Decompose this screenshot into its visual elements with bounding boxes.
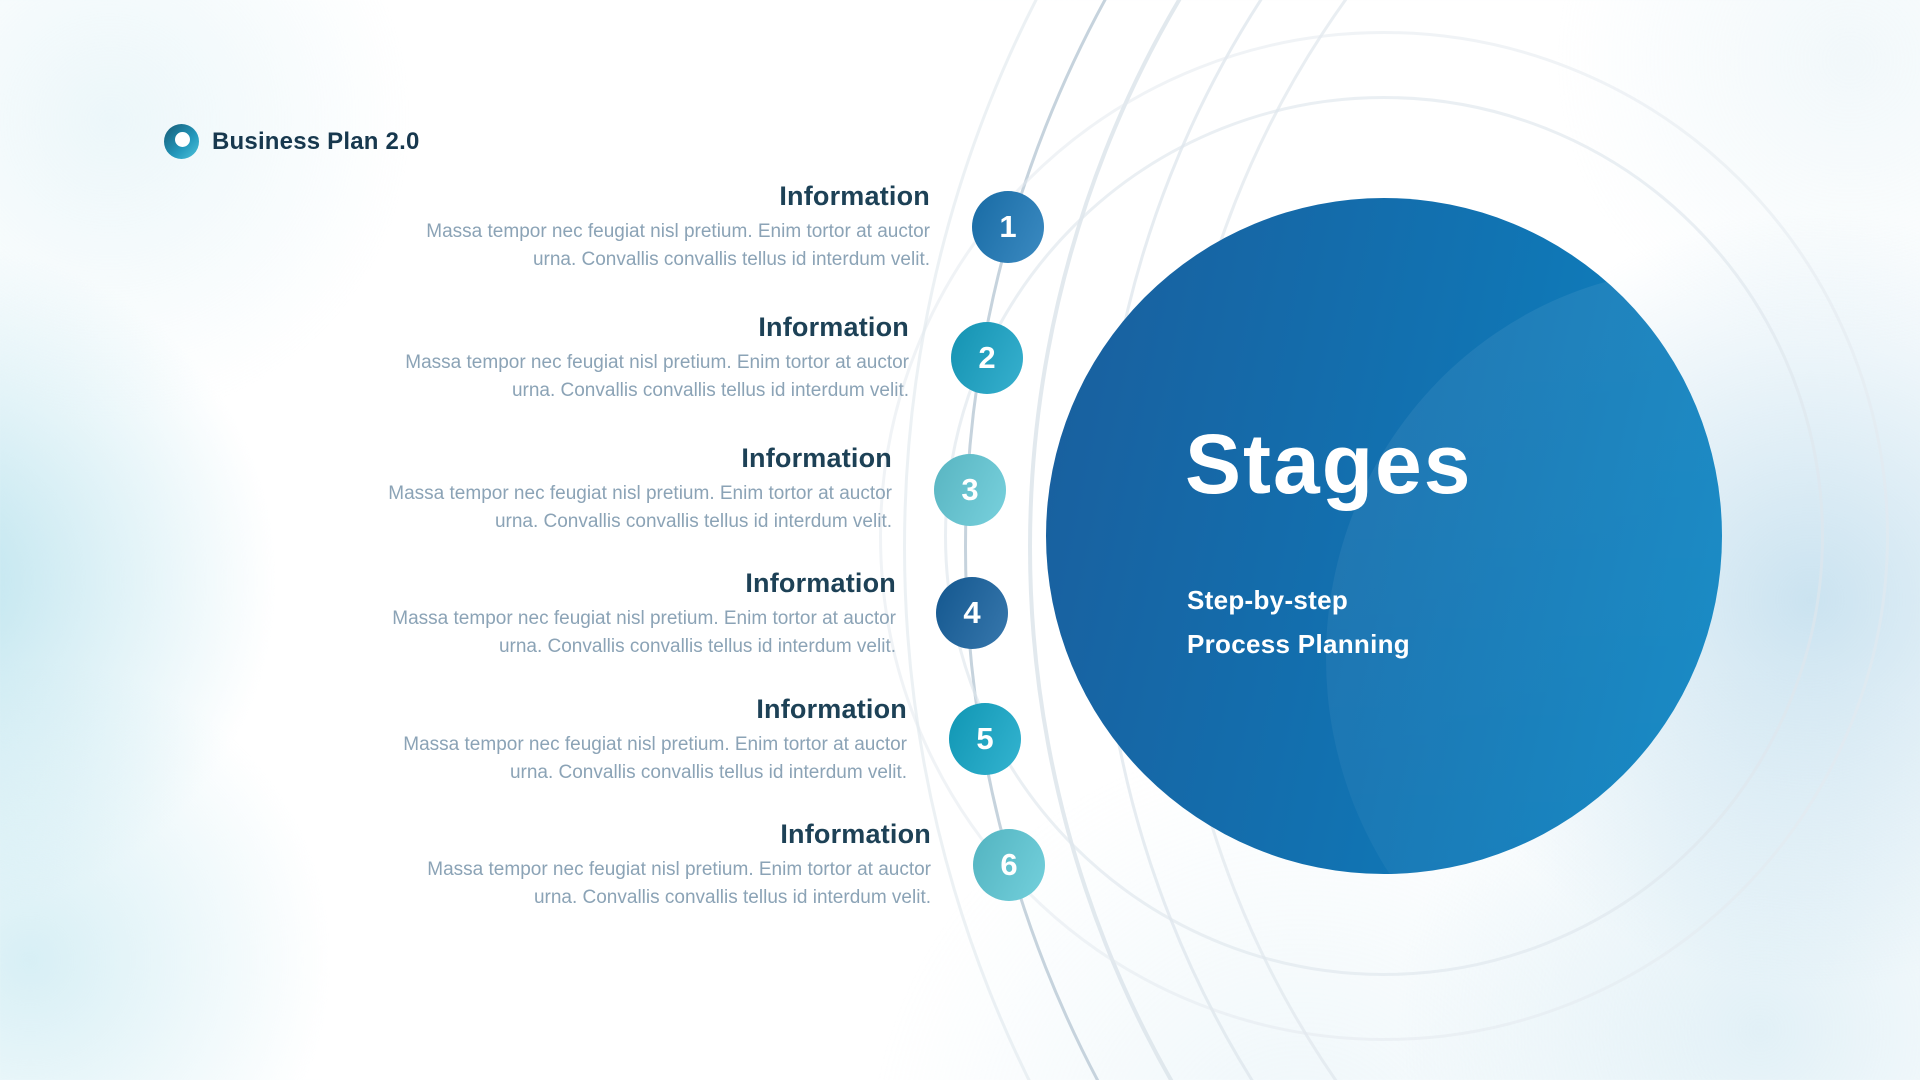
stages-subtitle-line1: Step-by-step [1187,585,1349,615]
step-number-badge: 4 [936,577,1008,649]
step-number-badge: 2 [951,322,1023,394]
step-number: 1 [999,209,1017,244]
stages-circle-highlight [1326,268,1722,874]
step-body: Massa tempor nec feugiat nisl pretium. E… [427,859,931,908]
step-body: Massa tempor nec feugiat nisl pretium. E… [388,483,892,532]
step-body: Massa tempor nec feugiat nisl pretium. E… [403,734,907,783]
stages-title: Stages [1185,417,1473,511]
stages-subtitle: Step-by-step Process Planning [1187,578,1410,666]
step-text-block: Information Massa tempor nec feugiat nis… [376,566,896,661]
step-number: 2 [978,340,996,375]
step-body: Massa tempor nec feugiat nisl pretium. E… [405,352,909,401]
brand-name: Business Plan 2.0 [212,127,420,155]
step-number-badge: 6 [973,829,1045,901]
brand: Business Plan 2.0 [164,124,420,159]
step-text-block: Information Massa tempor nec feugiat nis… [410,179,930,274]
step-text-block: Information Massa tempor nec feugiat nis… [389,310,909,405]
step-text-block: Information Massa tempor nec feugiat nis… [387,692,907,787]
step-text-block: Information Massa tempor nec feugiat nis… [372,441,892,536]
step-title: Information [779,181,930,211]
step-number: 4 [963,595,981,630]
step-title: Information [756,694,907,724]
step-number-badge: 1 [972,191,1044,263]
step-number-badge: 3 [934,454,1006,526]
brand-logo-icon [164,124,199,159]
step-number: 6 [1000,847,1018,882]
stages-circle: Stages Step-by-step Process Planning [1046,198,1722,874]
step-number: 3 [961,472,979,507]
stages-subtitle-line2: Process Planning [1187,629,1410,659]
step-title: Information [745,568,896,598]
step-number: 5 [976,721,994,756]
brand-logo-hole [175,132,190,147]
step-title: Information [758,312,909,342]
step-text-block: Information Massa tempor nec feugiat nis… [411,817,931,912]
step-body: Massa tempor nec feugiat nisl pretium. E… [426,221,930,270]
step-title: Information [780,819,931,849]
step-body: Massa tempor nec feugiat nisl pretium. E… [392,608,896,657]
step-title: Information [741,443,892,473]
step-number-badge: 5 [949,703,1021,775]
